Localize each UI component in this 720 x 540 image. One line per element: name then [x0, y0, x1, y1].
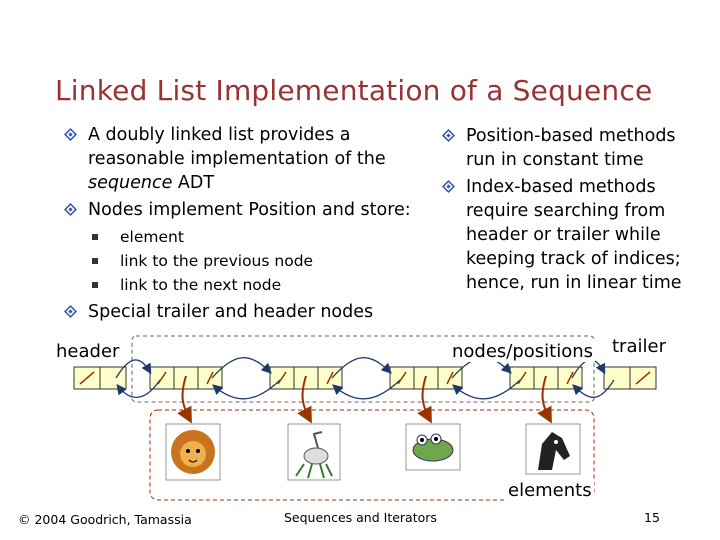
bullet-text-line: run in constant time	[466, 150, 644, 170]
sub-item-element: element	[62, 225, 422, 249]
slide-title: Linked List Implementation of a Sequence	[55, 74, 653, 107]
bullet-index-based: Index-based methods require searching fr…	[440, 175, 710, 295]
elements-label: elements	[506, 480, 594, 501]
prev-links	[116, 379, 615, 400]
bullet-text-line: keeping track of indices;	[466, 249, 681, 269]
lion-icon	[165, 423, 221, 481]
sub-item-label: element	[120, 228, 184, 246]
diamond-bullet-icon	[64, 128, 77, 141]
bullet-text-line: Position-based methods	[466, 126, 676, 146]
bullet-text-line: Special trailer and header nodes	[88, 302, 374, 322]
bullet-special-nodes: Special trailer and header nodes	[62, 300, 422, 324]
frog-icon	[405, 423, 461, 471]
header-label: header	[56, 341, 120, 362]
sub-item-next-link: link to the next node	[62, 273, 422, 297]
diamond-bullet-icon	[442, 129, 455, 142]
bullet-text-line: hence, run in linear time	[466, 273, 682, 293]
elements-frame	[149, 409, 595, 501]
bullet-doubly-linked: A doubly linked list provides a reasonab…	[62, 123, 422, 195]
bullet-text-line: header or trailer while	[466, 225, 661, 245]
bullet-text-rest: ADT	[172, 173, 215, 193]
diamond-bullet-icon	[64, 305, 77, 318]
bullet-text-line: A doubly linked list provides a	[88, 125, 351, 145]
diamond-bullet-icon	[64, 203, 77, 216]
left-column: A doubly linked list provides a reasonab…	[62, 123, 422, 327]
bullet-text-line: require searching from	[466, 201, 666, 221]
footer-topic: Sequences and Iterators	[284, 510, 437, 525]
heron-icon	[287, 423, 341, 481]
footer-page-number: 15	[644, 510, 660, 525]
diamond-bullet-icon	[442, 180, 455, 193]
bullet-text-line: sequence ADT	[88, 171, 422, 195]
positions-label: nodes/positions	[450, 341, 596, 362]
bullet-nodes-implement: Nodes implement Position and store:	[62, 198, 422, 222]
bullet-text-line: Nodes implement Position and store:	[88, 200, 411, 220]
bullet-text-line: Index-based methods	[466, 177, 656, 197]
footer-copyright: © 2004 Goodrich, Tamassia	[18, 512, 192, 527]
square-bullet-icon	[92, 258, 98, 264]
trailer-label: trailer	[612, 336, 666, 357]
link-ticks	[79, 371, 651, 385]
sub-item-label: link to the previous node	[120, 252, 314, 270]
horse-icon	[525, 423, 581, 475]
bullet-text-line: reasonable implementation of the	[88, 149, 386, 169]
sub-item-prev-link: link to the previous node	[62, 249, 422, 273]
italic-term: sequence	[88, 173, 173, 193]
square-bullet-icon	[92, 282, 98, 288]
trailer-node	[603, 366, 657, 390]
header-node	[73, 366, 127, 390]
square-bullet-icon	[92, 234, 98, 240]
element-pointers	[177, 375, 552, 424]
right-column: Position-based methods run in constant t…	[440, 124, 710, 298]
sub-item-label: link to the next node	[120, 276, 282, 294]
bullet-position-based: Position-based methods run in constant t…	[440, 124, 710, 172]
positions-frame	[131, 335, 595, 403]
